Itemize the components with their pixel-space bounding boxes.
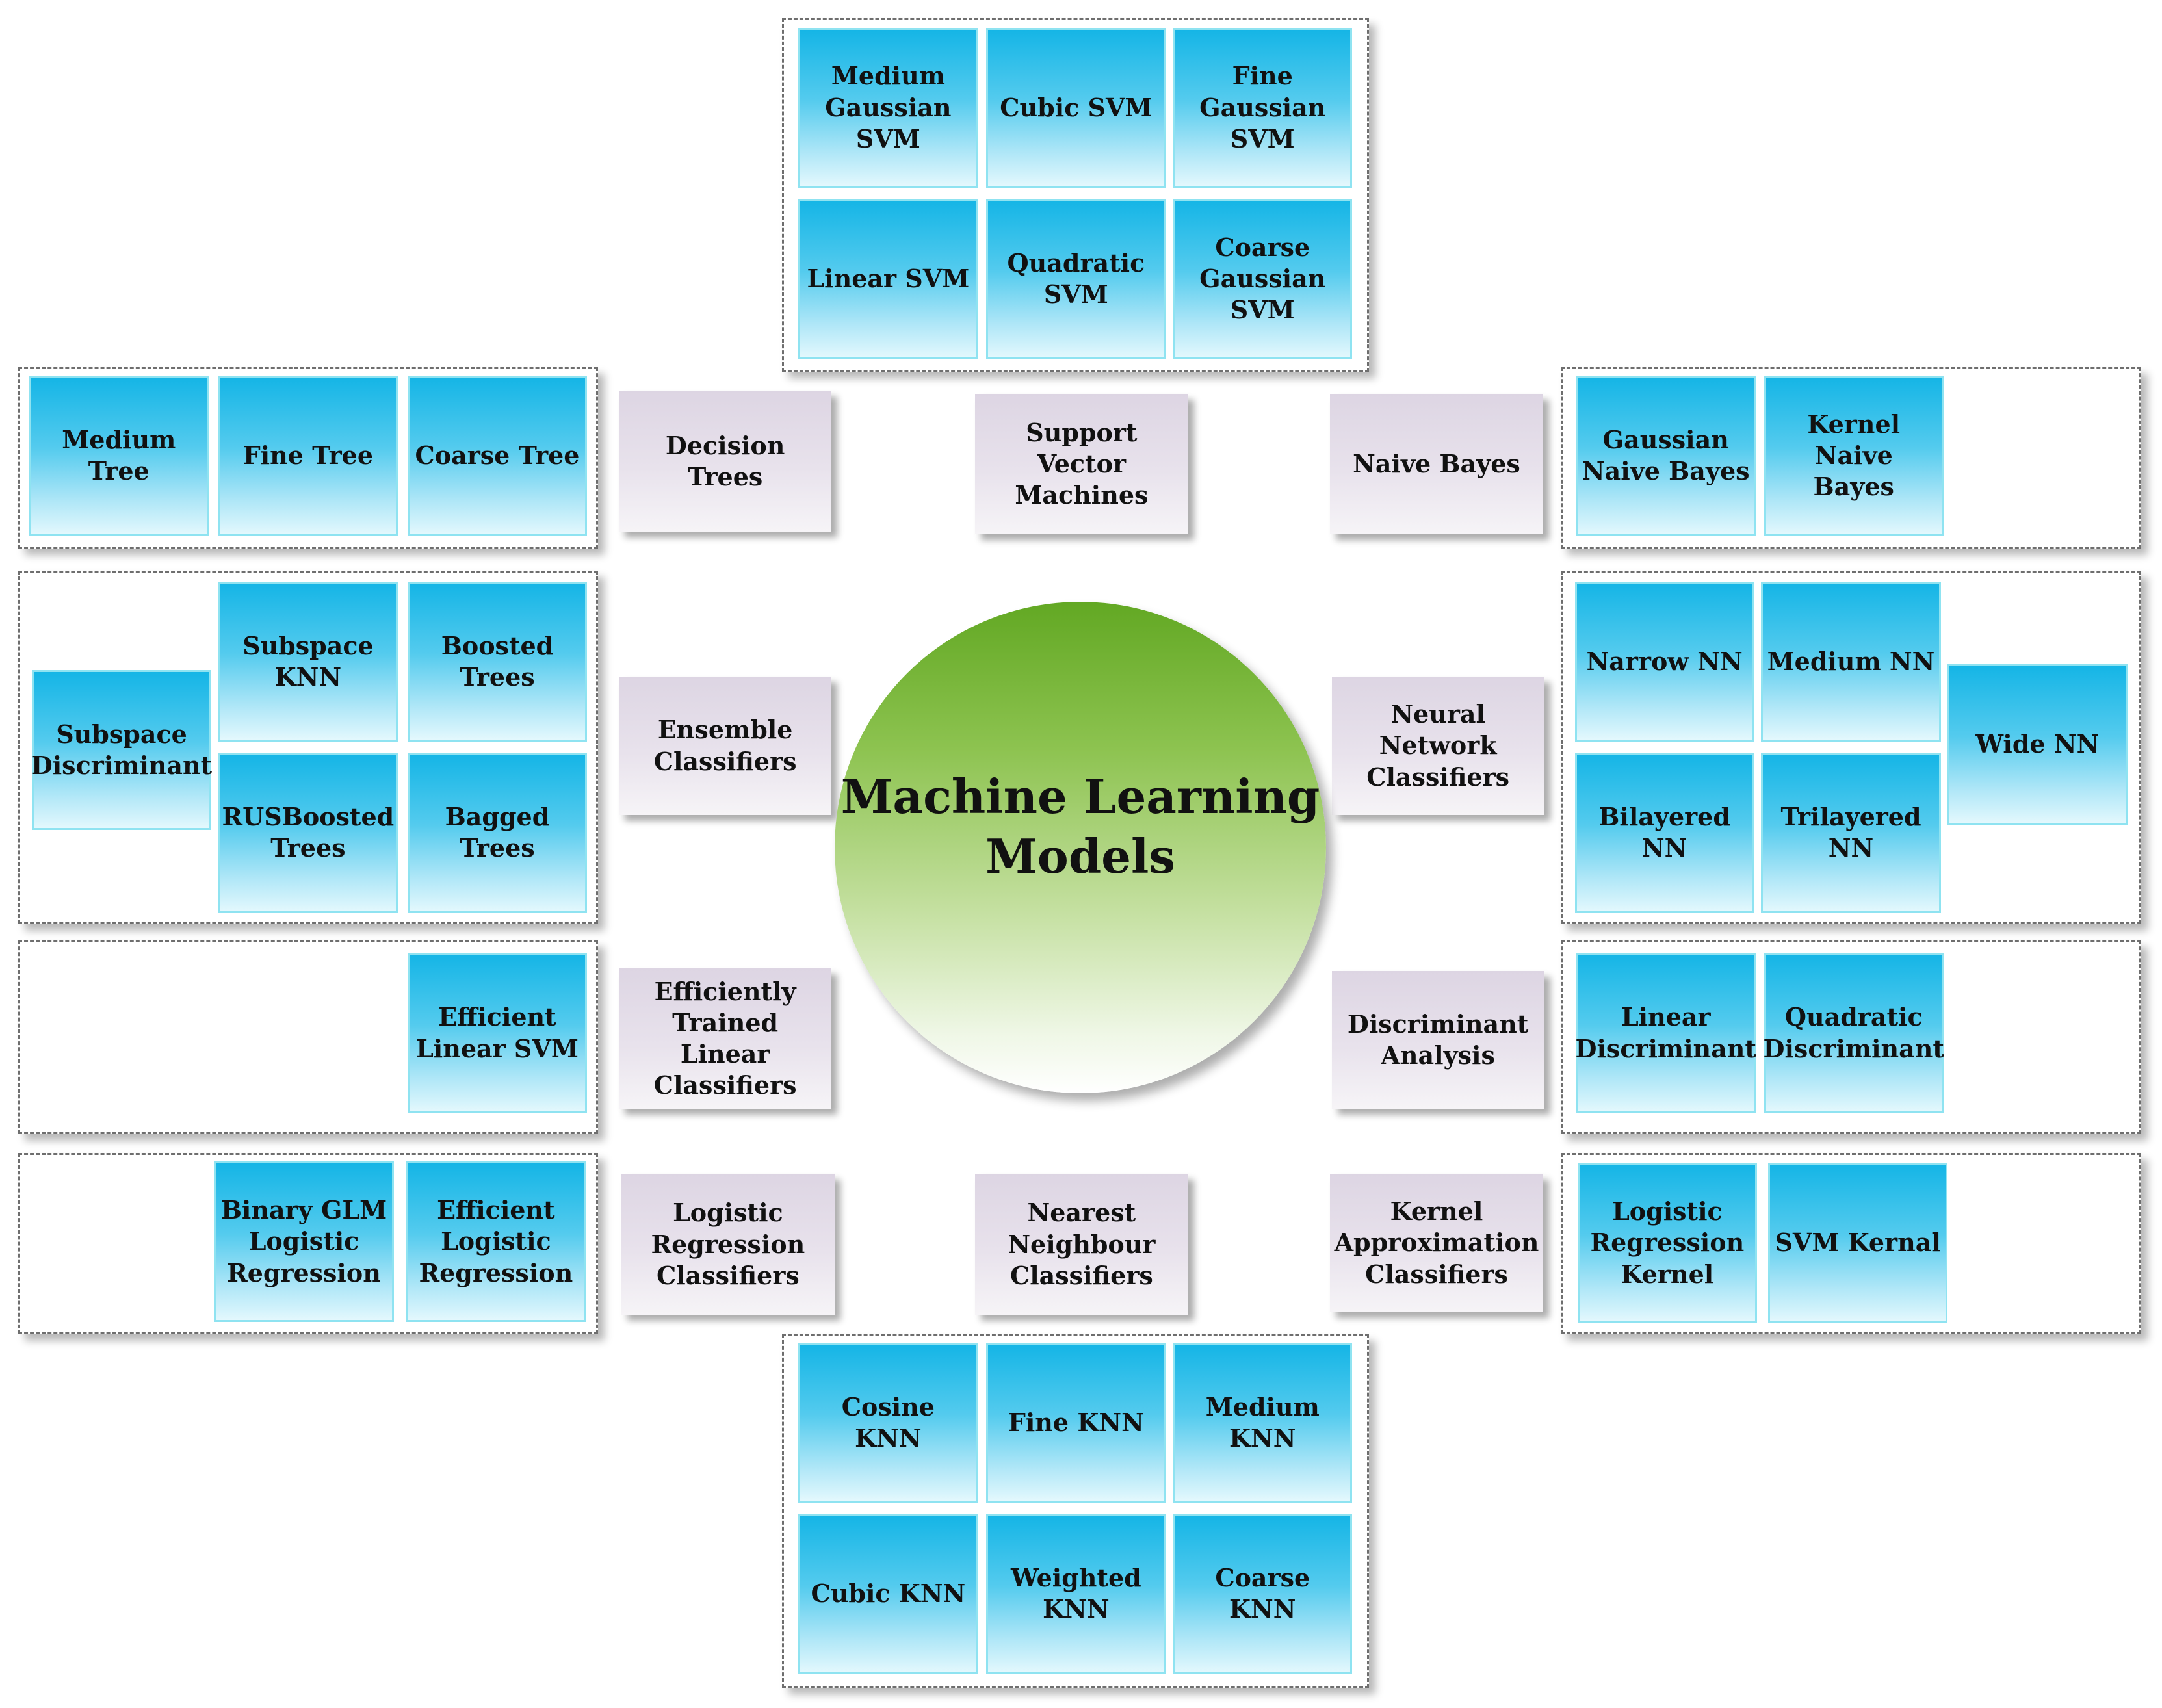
ensemble-model-box: Bagged Trees — [407, 753, 588, 913]
efficient-linear-model-box: Efficient Linear SVM — [407, 953, 588, 1113]
svm-model-box: Fine Gaussian SVM — [1173, 27, 1353, 188]
decision-trees-model-box: Medium Tree — [29, 376, 209, 536]
decision-trees-model-box: Fine Tree — [218, 376, 398, 536]
nearest-neighbour-model-box: Cubic KNN — [798, 1514, 978, 1674]
nearest-neighbour-category-box: Nearest Neighbour Classifiers — [975, 1174, 1188, 1315]
svm-model-box: Linear SVM — [798, 199, 978, 359]
ensemble-model-box: Subspace Discriminant — [31, 669, 212, 831]
nearest-neighbour-model-box: Coarse KNN — [1173, 1514, 1353, 1674]
svm-model-box: Cubic SVM — [986, 27, 1166, 188]
logistic-regression-category-box: Logistic Regression Classifiers — [621, 1174, 835, 1315]
neural-network-model-box: Bilayered NN — [1574, 753, 1754, 913]
neural-network-category-box: Neural Network Classifiers — [1331, 677, 1544, 815]
center-circle — [835, 602, 1326, 1093]
nearest-neighbour-model-box: Weighted KNN — [986, 1514, 1166, 1674]
ensemble-model-box: Subspace KNN — [218, 581, 398, 742]
ensemble-model-box: RUSBoosted Trees — [218, 753, 398, 913]
svm-model-box: Medium Gaussian SVM — [798, 27, 978, 188]
ensemble-category-box: Ensemble Classifiers — [619, 677, 832, 815]
kernel-approximation-category-box: Kernel Approximation Classifiers — [1330, 1174, 1543, 1312]
neural-network-model-box: Wide NN — [1947, 664, 2128, 825]
nearest-neighbour-model-box: Cosine KNN — [798, 1342, 978, 1503]
decision-trees-model-box: Coarse Tree — [407, 376, 588, 536]
svm-model-box: Quadratic SVM — [986, 199, 1166, 359]
nearest-neighbour-model-box: Medium KNN — [1173, 1342, 1353, 1503]
efficient-linear-category-box: Efficiently Trained Linear Classifiers — [619, 968, 832, 1109]
neural-network-model-box: Medium NN — [1761, 581, 1941, 742]
neural-network-model-box: Narrow NN — [1574, 581, 1754, 742]
ensemble-model-box: Boosted Trees — [407, 581, 588, 742]
nearest-neighbour-model-box: Fine KNN — [986, 1342, 1166, 1503]
center-title: Machine Learning Models — [840, 769, 1320, 885]
naive-bayes-model-box: Gaussian Naive Bayes — [1576, 376, 1756, 536]
svm-category-box: Support Vector Machines — [975, 393, 1188, 535]
naive-bayes-model-box: Kernel Naive Bayes — [1764, 376, 1944, 536]
logistic-regression-model-box: Efficient Logistic Regression — [406, 1161, 586, 1322]
neural-network-model-box: Trilayered NN — [1761, 753, 1941, 913]
svm-model-box: Coarse Gaussian SVM — [1173, 199, 1353, 359]
kernel-approximation-model-box: Logistic Regression Kernel — [1577, 1163, 1757, 1323]
logistic-regression-model-box: Binary GLM Logistic Regression — [214, 1161, 394, 1322]
naive-bayes-category-box: Naive Bayes — [1330, 393, 1543, 535]
discriminant-model-box: Quadratic Discriminant — [1764, 953, 1944, 1113]
discriminant-category-box: Discriminant Analysis — [1331, 970, 1544, 1109]
decision-trees-category-box: Decision Trees — [619, 391, 832, 532]
discriminant-model-box: Linear Discriminant — [1576, 953, 1756, 1113]
kernel-approximation-model-box: SVM Kernal — [1768, 1163, 1948, 1323]
